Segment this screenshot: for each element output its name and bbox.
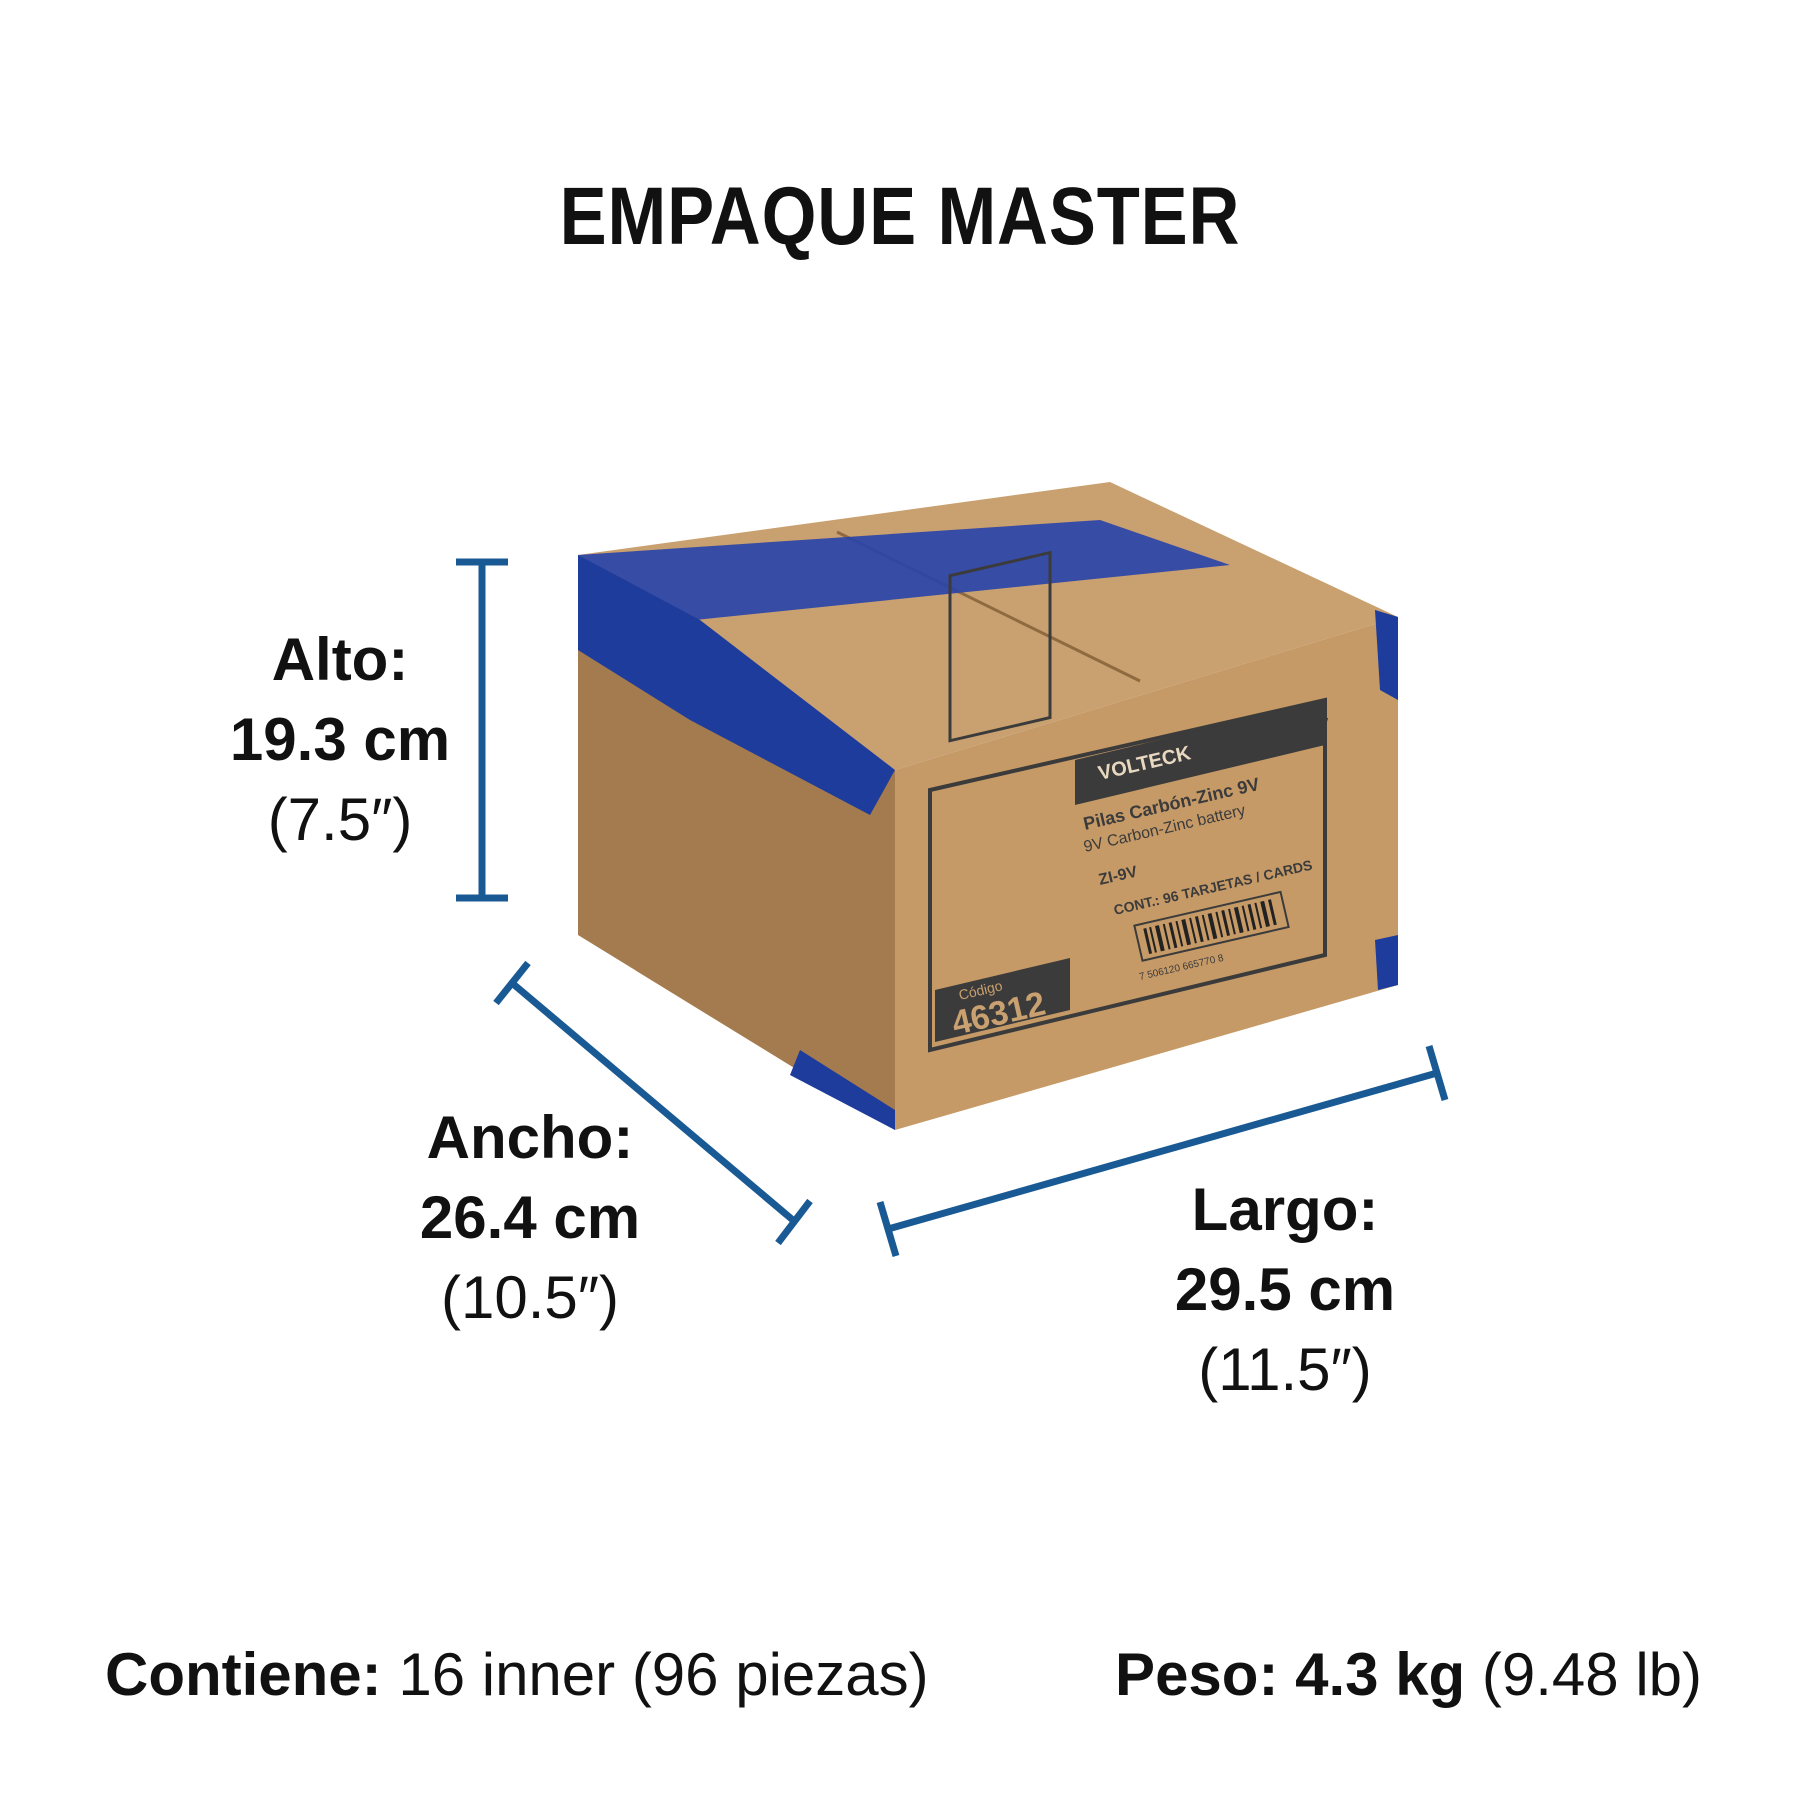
length-imperial: (11.5″) [1198, 1336, 1372, 1403]
contents-info: Contiene: 16 inner (96 piezas) [105, 1640, 929, 1709]
contents-value: 16 inner (96 piezas) [398, 1641, 929, 1708]
height-dimension-line [456, 558, 508, 902]
tape-top [578, 520, 1230, 620]
width-measurement: Ancho: 26.4 cm (10.5″) [380, 1098, 680, 1338]
height-label: Alto: [271, 626, 409, 693]
height-metric: 19.3 cm [229, 706, 451, 773]
length-metric: 29.5 cm [1174, 1256, 1396, 1323]
height-imperial: (7.5″) [267, 786, 413, 853]
tape-left-bottom [790, 1050, 895, 1130]
page-title: EMPAQUE MASTER [559, 171, 1241, 262]
width-imperial: (10.5″) [441, 1264, 619, 1331]
tape-right-bottom [1375, 935, 1398, 990]
weight-imperial: (9.48 lb) [1481, 1641, 1702, 1708]
height-measurement: Alto: 19.3 cm (7.5″) [190, 620, 490, 860]
weight-value: 4.3 kg [1295, 1641, 1466, 1708]
tape-left-edge [578, 555, 895, 815]
barcode [1133, 890, 1290, 962]
length-dimension-line [876, 1045, 1449, 1257]
width-dimension-line [493, 960, 813, 1246]
tape-right-top [1375, 610, 1398, 700]
length-measurement: Largo: 29.5 cm (11.5″) [1135, 1170, 1435, 1410]
weight-label: Peso: [1115, 1641, 1279, 1708]
contents-label: Contiene: [105, 1641, 382, 1708]
weight-info: Peso: 4.3 kg (9.48 lb) [1115, 1640, 1702, 1709]
box-front-label: VOLTECK Pilas Carbón-Zinc 9V 9V Carbon-Z… [928, 550, 1331, 1053]
width-metric: 26.4 cm [419, 1184, 641, 1251]
width-label: Ancho: [426, 1104, 634, 1171]
length-label: Largo: [1191, 1176, 1379, 1243]
